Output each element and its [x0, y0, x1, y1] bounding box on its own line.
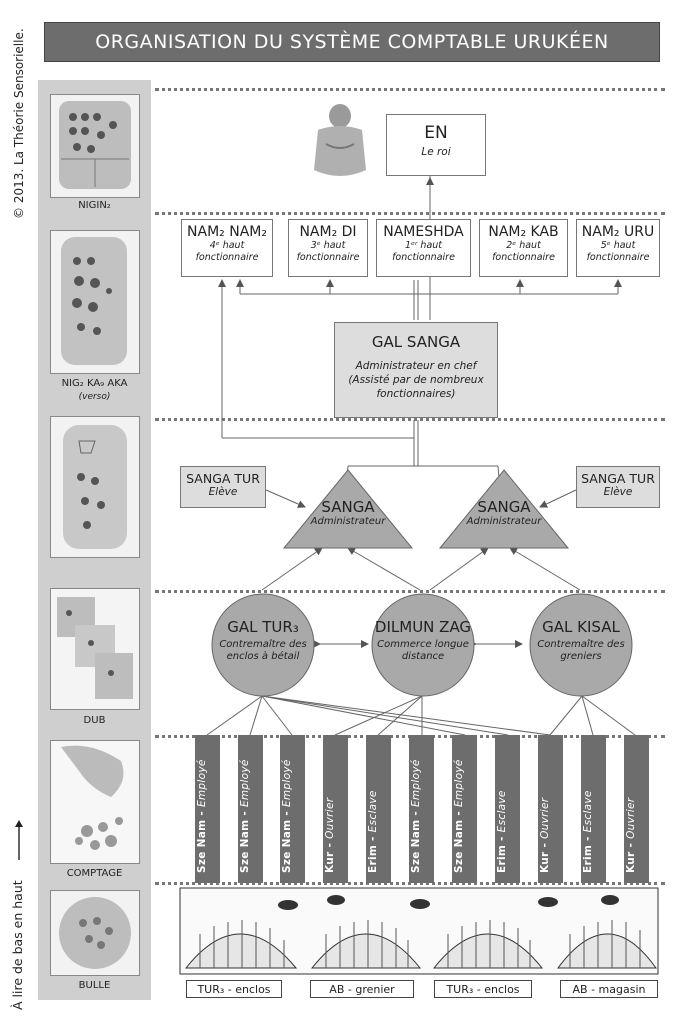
- level-separator: [155, 882, 665, 885]
- worker-bar: Sze Nam - Employé: [409, 735, 434, 883]
- gal-tur-label: GAL TUR₃ Contremaître des enclos à bétai…: [219, 618, 307, 662]
- page-title: ORGANISATION DU SYSTÈME COMPTABLE URUKÉE…: [44, 22, 660, 62]
- worker-bar: Kur - Ouvrier: [323, 735, 348, 883]
- sanga-right-triangle: [438, 469, 570, 549]
- gal-sanga-title: GAL SANGA: [371, 333, 461, 351]
- bulla-image: [50, 890, 140, 976]
- king-title: EN: [424, 123, 448, 143]
- official-box-nam-di: NAM₂ DI 3ᵉ haut fonctionnaire: [288, 219, 368, 277]
- official-box-nam-uru: NAM₂ URU 5ᵉ haut fonctionnaire: [576, 219, 660, 277]
- king-statue-icon: [314, 104, 366, 176]
- sanga-left-label: SANGA Administrateur: [310, 498, 386, 527]
- sanga-left-triangle: [282, 469, 414, 549]
- worker-bar: Sze Nam - Employé: [452, 735, 477, 883]
- king-subtitle: Le roi: [421, 146, 451, 158]
- copyright-text: © 2013. La Théorie Sensorielle.: [12, 28, 26, 219]
- official-box-nam-kab: NAM₂ KAB 2ᵉ haut fonctionnaire: [479, 219, 568, 277]
- seal-scene-illustration: [179, 887, 659, 975]
- dilmun-zag-label: DILMUN ZAG Commerce longue distance: [374, 618, 472, 662]
- tablet-label-nig-ka-aka: NIG₂ KA₉ AKA: [61, 378, 128, 389]
- tablet-note-verso: (verso): [78, 392, 111, 402]
- tablet-label-nigin: NIGIN₂: [78, 200, 111, 211]
- sanga-tur-right-box: SANGA TUR Elève: [576, 466, 660, 508]
- sanga-right-label: SANGA Administrateur: [466, 498, 542, 527]
- tablet-label-dub: DUB: [83, 715, 106, 726]
- tablet-label-bulle: BULLE: [78, 980, 111, 991]
- tablet-dub-image: [50, 588, 140, 710]
- place-label: TUR₃ - enclos: [186, 980, 282, 998]
- worker-bar: Sze Nam - Employé: [280, 735, 305, 883]
- worker-bar: Erim - Esclave: [366, 735, 391, 883]
- place-label: AB - magasin: [560, 980, 658, 998]
- tablet-label-comptage: COMPTAGE: [66, 868, 123, 879]
- counting-image: [50, 740, 140, 864]
- king-box: EN Le roi: [386, 114, 486, 176]
- official-box-nameshda: NAMESHDA 1ᵉʳ haut fonctionnaire: [376, 219, 471, 277]
- worker-bar: Kur - Ouvrier: [624, 735, 649, 883]
- gal-kisal-circle: [529, 593, 633, 697]
- worker-bar: Erim - Esclave: [581, 735, 606, 883]
- worker-bar: Sze Nam - Employé: [195, 735, 220, 883]
- official-box-nam-nam: NAM₂ NAM₂ 4ᵉ haut fonctionnaire: [181, 219, 273, 277]
- tablet-nigin-image: [50, 94, 140, 198]
- place-label: AB - grenier: [310, 980, 414, 998]
- gal-sanga-box: GAL SANGA Administrateur en chef (Assist…: [334, 322, 498, 418]
- level-separator: [155, 590, 665, 593]
- reading-direction-text: À lire de bas en haut: [10, 880, 25, 1010]
- reading-direction: À lire de bas en haut: [6, 820, 30, 1010]
- arrow-up-icon: [15, 820, 23, 860]
- tablet-column: NIGIN₂ NIG₂ KA₉ AKA (verso) DUB COMPTAGE…: [38, 80, 151, 1000]
- dilmun-zag-circle: [371, 593, 475, 697]
- level-separator: [155, 418, 665, 421]
- copyright-note: © 2013. La Théorie Sensorielle.: [8, 14, 32, 224]
- level-separator: [155, 88, 665, 91]
- sanga-tur-left-box: SANGA TUR Elève: [180, 466, 266, 508]
- gal-kisal-label: GAL KISAL Contremaître des greniers: [537, 618, 625, 662]
- level-separator: [155, 212, 665, 215]
- tablet-nig-ka-aka-image: [50, 230, 140, 374]
- worker-bar: Kur - Ouvrier: [538, 735, 563, 883]
- worker-bar: Erim - Esclave: [495, 735, 520, 883]
- tablet-image-3: [50, 416, 140, 558]
- gal-tur-circle: [211, 593, 315, 697]
- place-label: TUR₃ - enclos: [434, 980, 532, 998]
- worker-bar: Sze Nam - Employé: [238, 735, 263, 883]
